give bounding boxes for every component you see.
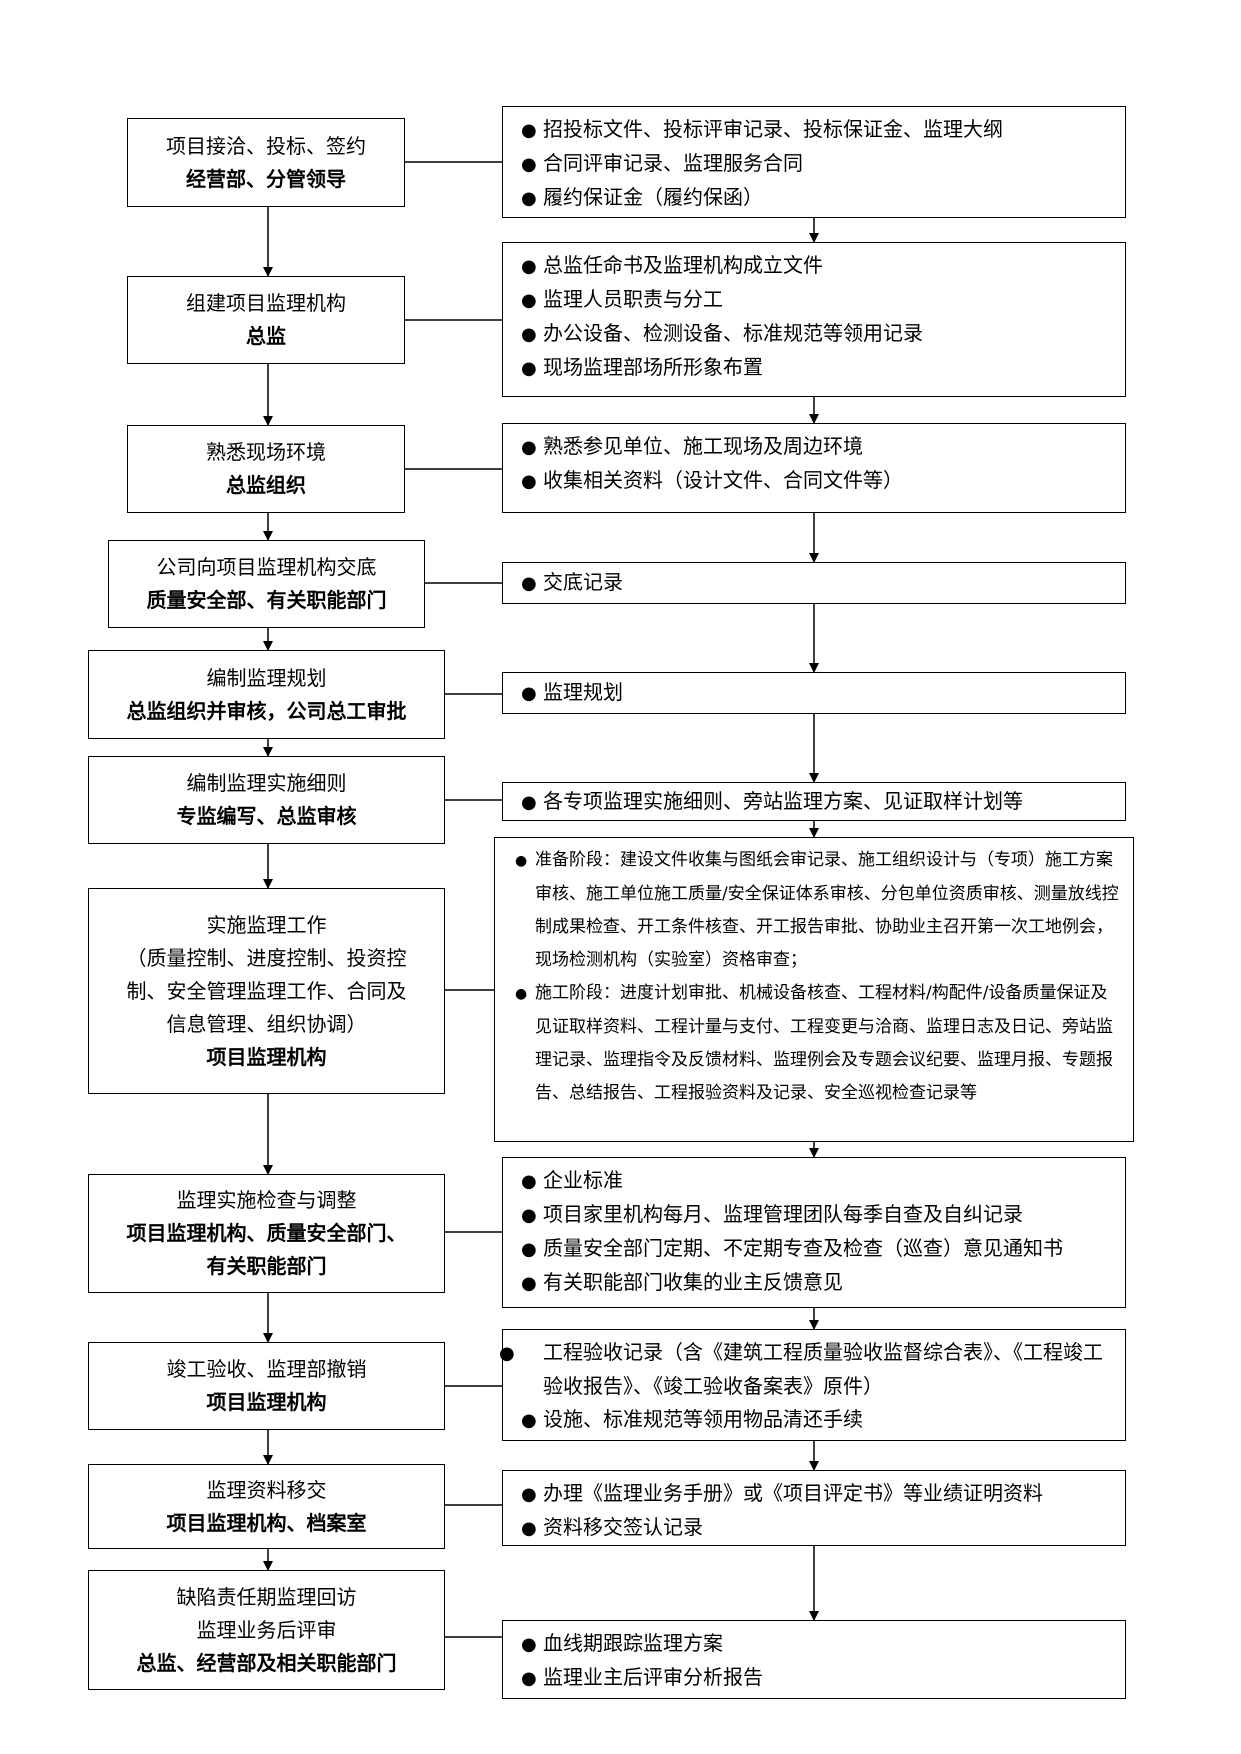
step-owner: 总监组织并审核，公司总工审批 bbox=[126, 698, 407, 723]
doc-item: 监理规划 bbox=[521, 676, 1115, 710]
step-owner: 经营部、分管领导 bbox=[186, 166, 346, 191]
step-owner: 项目监理机构、档案室 bbox=[166, 1510, 367, 1535]
step-title: 熟悉现场环境 bbox=[206, 440, 326, 464]
step-form-organization: 组建项目监理机构 总监 bbox=[127, 276, 405, 364]
docs-briefing: 交底记录 bbox=[502, 562, 1126, 604]
step-owner: 总监、经营部及相关职能部门 bbox=[136, 1650, 397, 1675]
step-title: 项目接洽、投标、签约 bbox=[166, 133, 366, 158]
step-title: 竣工验收、监理部撤销 bbox=[166, 1357, 367, 1381]
docs-bidding: 招投标文件、投标评审记录、投标保证金、监理大纲 合同评审记录、监理服务合同 履约… bbox=[502, 106, 1126, 218]
step-title: 监理资料移交 bbox=[206, 1477, 327, 1502]
doc-item-preparation-stage: 准备阶段：建设文件收集与图纸会审记录、施工组织设计与（专项）施工方案审核、施工单… bbox=[503, 844, 1123, 977]
doc-item: 质量安全部门定期、不定期专查及检查（巡查）意见通知书 bbox=[521, 1232, 1115, 1266]
doc-item: 监理业主后评审分析报告 bbox=[521, 1661, 1115, 1695]
step-owner: 专监编写、总监审核 bbox=[176, 804, 357, 828]
docs-rules: 各专项监理实施细则、旁站监理方案、见证取样计划等 bbox=[502, 782, 1126, 821]
doc-item: 办理《监理业务手册》或《项目评定书》等业绩证明资料 bbox=[521, 1477, 1115, 1511]
step-owner: 项目监理机构 bbox=[206, 1044, 327, 1069]
doc-item: 血线期跟踪监理方案 bbox=[521, 1627, 1115, 1661]
step-completion-acceptance: 竣工验收、监理部撤销 项目监理机构 bbox=[88, 1342, 445, 1430]
step-implement-supervision: 实施监理工作 （质量控制、进度控制、投资控 制、安全管理监理工作、合同及 信息管… bbox=[88, 888, 445, 1094]
step-title: 公司向项目监理机构交底 bbox=[156, 555, 377, 579]
doc-item: 总监任命书及监理机构成立文件 bbox=[521, 249, 1115, 283]
step-owner: 质量安全部、有关职能部门 bbox=[146, 588, 387, 612]
step-title: 实施监理工作 （质量控制、进度控制、投资控 制、安全管理监理工作、合同及 信息管… bbox=[126, 912, 407, 1036]
step-title: 编制监理实施细则 bbox=[186, 771, 347, 795]
doc-item-construction-stage: 施工阶段：进度计划审批、机械设备核查、工程材料/构配件/设备质量保证及见证取样资… bbox=[503, 977, 1123, 1110]
step-owner: 项目监理机构、质量安全部门、 有关职能部门 bbox=[126, 1221, 407, 1278]
docs-completion: 工程验收记录（含《建筑工程质量验收监督综合表》、《工程竣工验收报告》、《竣工验收… bbox=[502, 1329, 1126, 1441]
doc-item: 交底记录 bbox=[521, 566, 1115, 600]
doc-item: 合同评审记录、监理服务合同 bbox=[521, 147, 1115, 181]
docs-defect-period: 血线期跟踪监理方案 监理业主后评审分析报告 bbox=[502, 1620, 1126, 1699]
step-defect-period-review: 缺陷责任期监理回访 监理业务后评审 总监、经营部及相关职能部门 bbox=[88, 1570, 445, 1690]
doc-item: 项目家里机构每月、监理管理团队每季自查及自纠记录 bbox=[521, 1198, 1115, 1232]
step-owner: 项目监理机构 bbox=[206, 1390, 327, 1414]
doc-item: 履约保证金（履约保函） bbox=[521, 181, 1115, 215]
step-owner: 总监组织 bbox=[226, 473, 306, 497]
step-title: 监理实施检查与调整 bbox=[176, 1188, 357, 1212]
docs-implementation: 准备阶段：建设文件收集与图纸会审记录、施工组织设计与（专项）施工方案审核、施工单… bbox=[494, 837, 1134, 1142]
doc-item: 监理人员职责与分工 bbox=[521, 283, 1115, 317]
doc-item: 办公设备、检测设备、标准规范等领用记录 bbox=[521, 317, 1115, 351]
doc-item: 工程验收记录（含《建筑工程质量验收监督综合表》、《工程竣工验收报告》、《竣工验收… bbox=[521, 1336, 1115, 1403]
step-inspection-adjustment: 监理实施检查与调整 项目监理机构、质量安全部门、 有关职能部门 bbox=[88, 1174, 445, 1293]
doc-item: 各专项监理实施细则、旁站监理方案、见证取样计划等 bbox=[521, 785, 1115, 819]
step-project-bidding: 项目接洽、投标、签约 经营部、分管领导 bbox=[127, 118, 405, 207]
step-document-handover: 监理资料移交 项目监理机构、档案室 bbox=[88, 1464, 445, 1549]
step-title: 缺陷责任期监理回访 监理业务后评审 bbox=[176, 1584, 357, 1642]
doc-item: 收集相关资料（设计文件、合同文件等） bbox=[521, 464, 1115, 498]
step-company-briefing: 公司向项目监理机构交底 质量安全部、有关职能部门 bbox=[108, 540, 425, 628]
step-implementation-rules: 编制监理实施细则 专监编写、总监审核 bbox=[88, 756, 445, 844]
step-supervision-plan: 编制监理规划 总监组织并审核，公司总工审批 bbox=[88, 650, 445, 739]
doc-item: 资料移交签认记录 bbox=[521, 1511, 1115, 1545]
step-title: 编制监理规划 bbox=[206, 665, 327, 690]
docs-handover: 办理《监理业务手册》或《项目评定书》等业绩证明资料 资料移交签认记录 bbox=[502, 1470, 1126, 1546]
docs-organization: 总监任命书及监理机构成立文件 监理人员职责与分工 办公设备、检测设备、标准规范等… bbox=[502, 242, 1126, 397]
doc-item: 现场监理部场所形象布置 bbox=[521, 351, 1115, 385]
step-site-familiarization: 熟悉现场环境 总监组织 bbox=[127, 425, 405, 513]
doc-item: 熟悉参见单位、施工现场及周边环境 bbox=[521, 430, 1115, 464]
doc-item: 招投标文件、投标评审记录、投标保证金、监理大纲 bbox=[521, 113, 1115, 147]
doc-item: 企业标准 bbox=[521, 1164, 1115, 1198]
step-owner: 总监 bbox=[246, 324, 286, 348]
docs-inspection: 企业标准 项目家里机构每月、监理管理团队每季自查及自纠记录 质量安全部门定期、不… bbox=[502, 1157, 1126, 1308]
doc-item: 有关职能部门收集的业主反馈意见 bbox=[521, 1266, 1115, 1300]
docs-site: 熟悉参见单位、施工现场及周边环境 收集相关资料（设计文件、合同文件等） bbox=[502, 423, 1126, 513]
doc-item: 设施、标准规范等领用物品清还手续 bbox=[521, 1403, 1115, 1437]
docs-plan: 监理规划 bbox=[502, 672, 1126, 714]
step-title: 组建项目监理机构 bbox=[186, 291, 346, 315]
